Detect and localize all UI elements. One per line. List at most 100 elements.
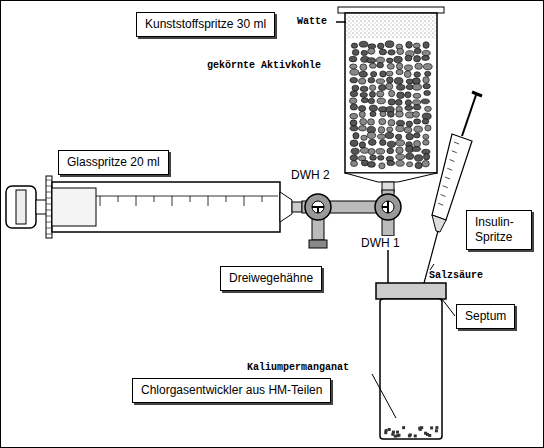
callout-box: Kunststoffspritze 30 ml [136,12,275,37]
charcoal-granule [349,98,356,104]
charcoal-granule [395,99,402,105]
crystal [396,431,399,434]
charcoal-granule [377,63,384,68]
vial-cap [376,283,446,299]
charcoal-granule [396,111,404,117]
charcoal-granule [350,64,357,69]
charcoal-granule [379,49,386,55]
callout-text: Insulin-Spritze [475,215,523,245]
syringe-cone [345,173,437,182]
charcoal-granule [388,50,395,55]
callout-text: Chlorgasentwickler aus HM-Teilen [141,383,322,398]
charcoal-granule [359,71,367,77]
charcoal-granule [371,71,377,77]
scale-tick [118,196,119,202]
charcoal-granule [422,50,430,55]
charcoal-granule [385,41,394,48]
charcoal-granule [380,111,386,116]
charcoal-granule [396,85,405,91]
callout-box: Chlorgasentwickler aus HM-Teilen [132,378,331,403]
charcoal-granule [415,162,422,168]
scale-tick [154,196,155,202]
charcoal-granule [414,48,421,54]
scale-tick [244,196,245,206]
scale-tick [136,196,137,206]
syringe-nozzle [292,202,302,212]
charcoal-granule [349,56,357,62]
charcoal-granule [394,56,402,62]
charcoal-granule [369,91,375,97]
scale-tick [452,151,457,153]
scale-tick [190,196,191,202]
charcoal-granule [415,155,423,162]
crystal [424,432,427,435]
syringe-barrel [52,182,280,232]
charcoal-granule [351,161,358,167]
valve-tube [302,201,382,213]
charcoal-granule [351,148,359,154]
charcoal-granule [414,119,421,124]
scale-tick [447,168,452,170]
charcoal-granule [359,142,365,148]
plunger-head [472,92,482,96]
crystal [392,431,395,434]
charcoal-granule [350,91,358,97]
syringe-barrel [345,13,437,173]
charcoal-granule [404,71,411,78]
charcoal-granule [406,41,413,48]
charcoal-granule [380,71,386,77]
permanganate-crystals [384,426,438,438]
charcoal-granule [423,84,430,89]
charcoal-granule [350,120,357,126]
charcoal-granule [414,56,421,62]
charcoal-granule [423,42,429,49]
crystal [388,428,391,431]
plunger-rod [462,95,476,136]
crystal [435,426,438,429]
charcoal-granule [414,72,421,77]
cotton-wool [346,15,436,39]
part-label: DWH 1 [360,236,401,250]
syringe-flange [46,176,52,238]
leader-line [442,299,455,316]
part-label: Watte [296,16,328,28]
insulin-syringe [420,92,482,298]
charcoal-granule [361,50,367,55]
charcoal-granule [405,92,411,98]
charcoal-granule [396,70,403,75]
scale-tick [441,195,446,197]
charcoal-granule [359,126,367,131]
crystal [419,428,422,431]
flange-rib [46,234,52,235]
charcoal-granule [423,64,432,70]
charcoal-granule [360,64,367,71]
scale-tick [172,196,173,206]
glass-syringe [6,176,302,238]
charcoal-granule [368,119,375,125]
scale-marks [100,196,262,206]
charcoal-granule [396,147,403,154]
charcoal-granule [360,148,368,154]
charcoal-granule [405,106,413,111]
charcoal-granule [385,132,393,138]
callout-box: Septum [456,304,515,329]
charcoal-granules [349,41,432,169]
scale-tick [450,160,455,162]
flange-rib [46,198,52,199]
charcoal-granule [369,105,377,111]
charcoal-granule [421,99,429,104]
callout-box: Insulin-Spritze [466,210,532,250]
charcoal-granule [423,77,429,84]
charcoal-granule [377,91,384,97]
charcoal-granule [413,100,421,105]
charcoal-granule [423,134,429,139]
charcoal-granule [405,55,412,61]
charcoal-granule [361,98,368,103]
charcoal-granule [386,83,393,90]
crystal [402,426,405,429]
charcoal-granule [397,48,404,54]
charcoal-granule [396,140,405,146]
crystal [430,426,433,429]
